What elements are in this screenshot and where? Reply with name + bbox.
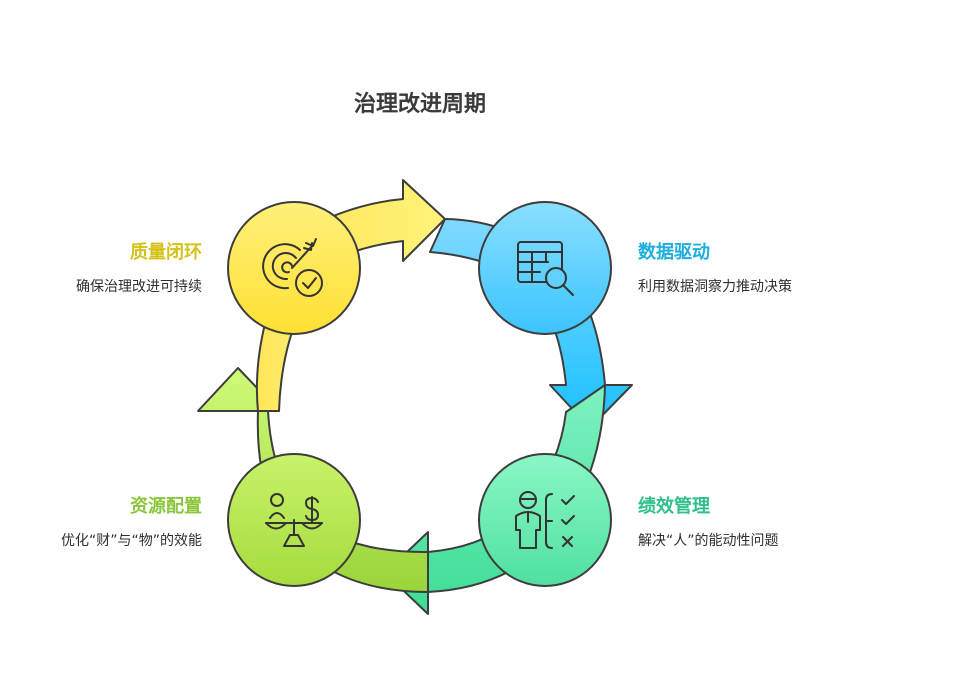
stage-desc-resource: 优化“财”与“物”的效能 [60,533,202,549]
circle-data [478,201,612,335]
person-checklist-icon [515,491,575,549]
table-search-icon [517,241,574,296]
diagram-title: 治理改进周期 [353,92,486,117]
stage-title-quality: 质量闭环 [130,242,202,263]
balance-scale-icon [265,493,323,547]
stage-desc-quality: 确保治理改进可持续 [76,279,202,295]
stage-title-resource: 资源配置 [130,496,202,517]
stage-desc-performance: 解决“人”的能动性问题 [638,533,779,549]
stage-desc-data: 利用数据洞察力推动决策 [638,279,792,295]
stage-title-data: 数据驱动 [638,242,710,263]
target-check-icon [262,238,323,297]
stage-title-performance: 绩效管理 [638,496,710,517]
circle-quality [227,201,361,335]
